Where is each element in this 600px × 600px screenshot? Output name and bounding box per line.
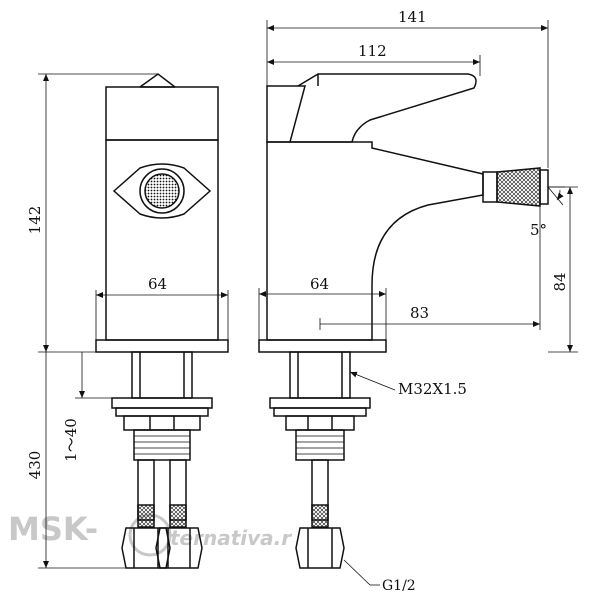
front-base-plate bbox=[95, 339, 229, 353]
dim-spout-angle: 5° bbox=[530, 221, 547, 239]
dim-overall-width: 141 bbox=[398, 8, 427, 26]
front-washer-mid bbox=[115, 407, 209, 417]
side-hex-nut bbox=[295, 527, 345, 569]
front-hose-right-knurl bbox=[169, 504, 187, 528]
side-body bbox=[266, 141, 484, 341]
watermark-right-text: ternativa.r bbox=[170, 526, 292, 550]
dim-side-body-width: 64 bbox=[310, 275, 329, 293]
front-handle-cap bbox=[105, 86, 219, 141]
dim-mounting-height: 430 bbox=[26, 451, 44, 480]
front-aerator-housing bbox=[112, 163, 212, 219]
dim-lever-width: 112 bbox=[358, 42, 387, 60]
front-hex-nut-right bbox=[155, 527, 203, 569]
side-washer-top bbox=[269, 397, 371, 409]
side-hose-knurl bbox=[311, 504, 329, 528]
side-washer-mid bbox=[273, 407, 367, 417]
front-shank bbox=[131, 351, 193, 399]
side-nut bbox=[285, 415, 355, 431]
side-handle-base bbox=[266, 85, 306, 143]
side-lever bbox=[290, 73, 477, 143]
dim-deck-thickness: 1～40 bbox=[62, 418, 80, 462]
side-thread-rod bbox=[295, 429, 345, 461]
front-aerator-mesh bbox=[144, 173, 180, 209]
watermark-left-text: MSK- bbox=[8, 510, 98, 548]
side-nozzle-tip bbox=[539, 169, 549, 205]
front-view bbox=[95, 73, 229, 569]
side-view bbox=[258, 73, 549, 569]
dim-spout-reach: 83 bbox=[410, 304, 429, 322]
front-handle-top bbox=[139, 73, 176, 88]
front-nut bbox=[123, 415, 201, 431]
dim-front-body-width: 64 bbox=[148, 275, 167, 293]
front-washer-top bbox=[111, 397, 213, 409]
front-body bbox=[105, 139, 219, 341]
side-nozzle-collar bbox=[482, 171, 498, 203]
dim-thread-size: M32X1.5 bbox=[398, 380, 467, 398]
dim-front-height: 142 bbox=[26, 206, 44, 235]
front-hose-left-knurl bbox=[137, 504, 155, 528]
side-base-plate bbox=[258, 339, 387, 353]
dim-hose-connection: G1/2 bbox=[382, 578, 416, 594]
dimension-lines bbox=[38, 20, 578, 586]
dim-spout-height: 84 bbox=[551, 272, 569, 291]
front-thread-rod bbox=[133, 429, 191, 461]
front-aerator-ring bbox=[139, 168, 185, 214]
side-shank bbox=[289, 351, 351, 399]
side-nozzle-knurl bbox=[496, 167, 541, 207]
